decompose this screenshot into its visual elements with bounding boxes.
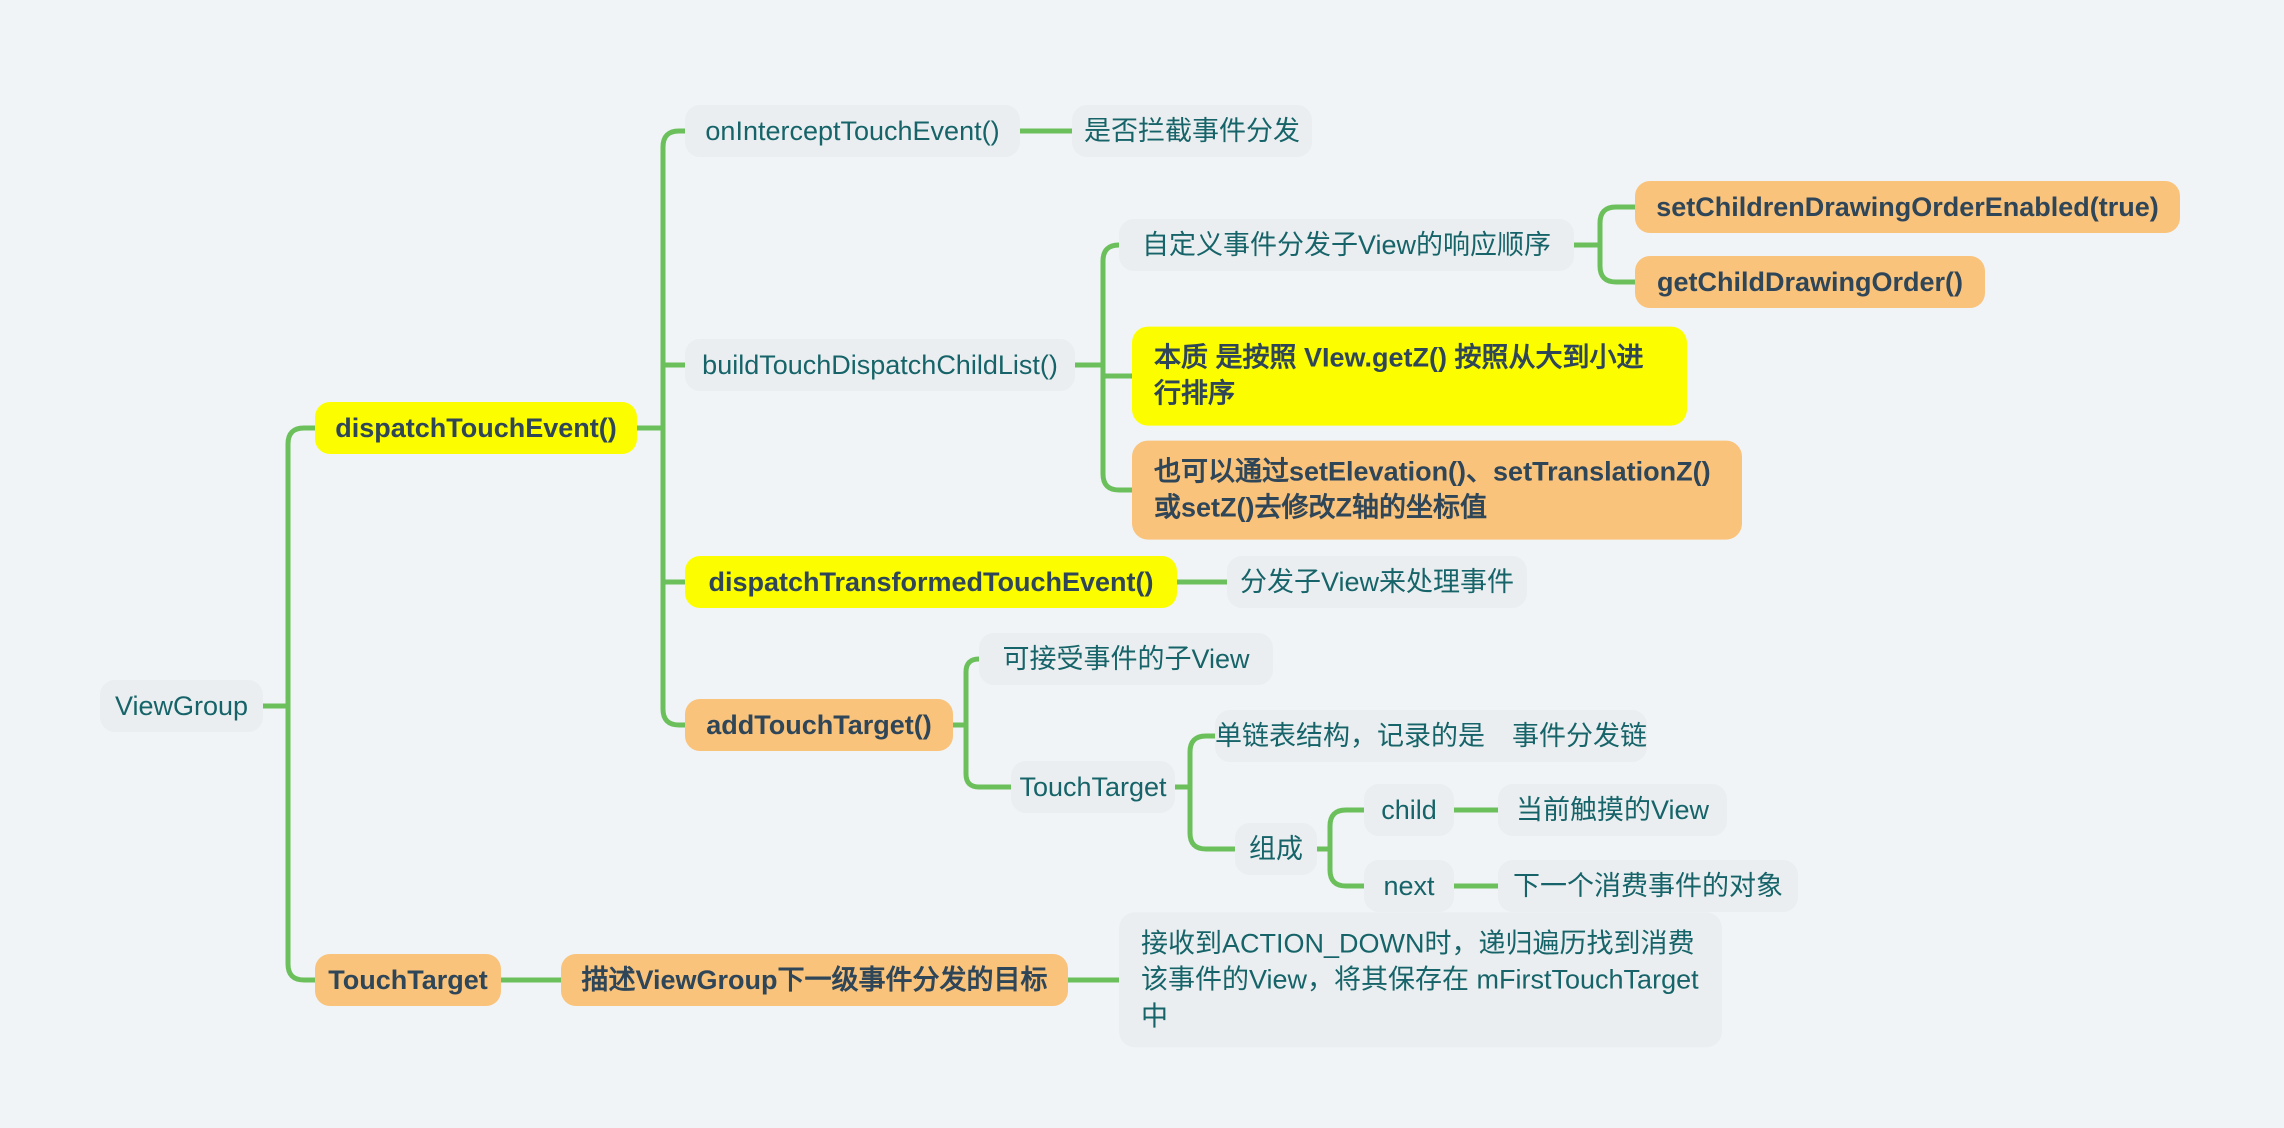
connector-order-trunk	[1597, 204, 1638, 285]
node-getz-sort-note[interactable]: 本质 是按照 VIew.getZ() 按照从大到小进行排序	[1132, 326, 1687, 426]
node-custom-order-desc[interactable]: 自定义事件分发子View的响应顺序	[1119, 219, 1574, 271]
node-touchtarget-purpose[interactable]: 描述ViewGroup下一级事件分发的目标	[561, 954, 1068, 1006]
node-getchilddrawingorder[interactable]: getChildDrawingOrder()	[1635, 256, 1985, 308]
connector-composition-trunk	[1327, 807, 1367, 889]
node-child-field[interactable]: child	[1364, 784, 1454, 836]
node-touchtarget-branch[interactable]: TouchTarget	[315, 954, 501, 1006]
node-next-desc[interactable]: 下一个消费事件的对象	[1498, 860, 1798, 912]
node-linkedlist-desc[interactable]: 单链表结构，记录的是 事件分发链	[1215, 710, 1647, 762]
node-setz-modify-note[interactable]: 也可以通过setElevation()、setTranslationZ()或se…	[1132, 440, 1742, 540]
node-action-down-desc[interactable]: 接收到ACTION_DOWN时，递归遍历找到消费该事件的View，将其保存在 m…	[1119, 912, 1722, 1048]
connector-addtouch-trunk	[963, 656, 1014, 790]
connector-root-trunk	[285, 425, 318, 983]
node-dispatchtransformedtouchevent[interactable]: dispatchTransformedTouchEvent()	[685, 556, 1177, 608]
connector-buildtouch-trunk	[1100, 242, 1135, 493]
node-child-desc[interactable]: 当前触摸的View	[1498, 784, 1727, 836]
node-dispatch-child-desc[interactable]: 分发子View来处理事件	[1227, 556, 1527, 608]
node-acceptable-child-desc[interactable]: 可接受事件的子View	[979, 633, 1273, 685]
node-onintercepttouchevent[interactable]: onInterceptTouchEvent()	[685, 105, 1020, 157]
node-touchtarget-class[interactable]: TouchTarget	[1011, 761, 1175, 813]
node-dispatchtouchevent[interactable]: dispatchTouchEvent()	[315, 402, 637, 454]
node-next-field[interactable]: next	[1364, 860, 1454, 912]
node-intercept-desc[interactable]: 是否拦截事件分发	[1072, 105, 1312, 157]
connector-dispatch-trunk	[660, 128, 688, 728]
node-setchildrendrawingorderenabled[interactable]: setChildrenDrawingOrderEnabled(true)	[1635, 181, 2180, 233]
node-buildtouchdispatchchildlist[interactable]: buildTouchDispatchChildList()	[685, 339, 1075, 391]
node-addtouchtarget[interactable]: addTouchTarget()	[685, 699, 953, 751]
connector-touchtarget-trunk	[1187, 733, 1238, 852]
node-composition[interactable]: 组成	[1235, 823, 1317, 875]
node-viewgroup[interactable]: ViewGroup	[100, 680, 263, 732]
